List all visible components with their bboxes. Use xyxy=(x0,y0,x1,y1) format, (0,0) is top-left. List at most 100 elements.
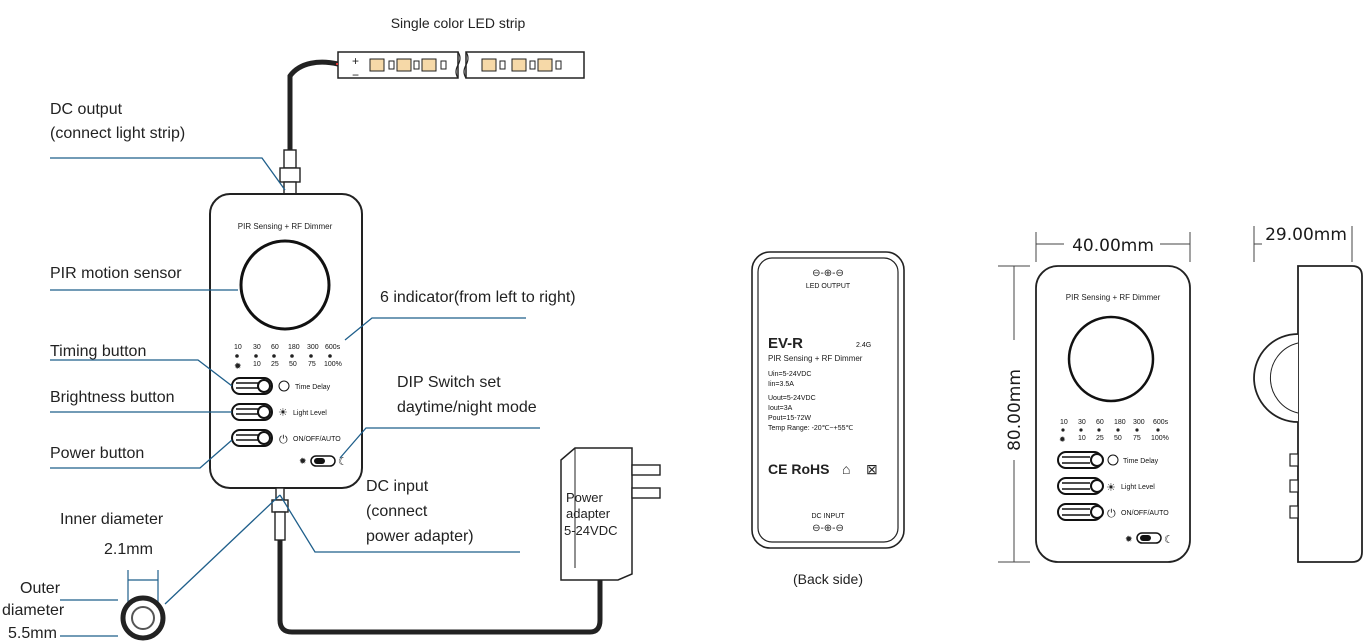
svg-text:Light Level: Light Level xyxy=(1121,484,1155,491)
svg-text:ON/OFF/AUTO: ON/OFF/AUTO xyxy=(293,436,341,443)
svg-text:100%: 100% xyxy=(324,361,342,368)
back-subtitle: PIR Sensing + RF Dimmer xyxy=(768,354,863,363)
sun-icon: ✹ xyxy=(1125,534,1133,544)
svg-text:(connect: (connect xyxy=(366,503,428,520)
time-delay-button[interactable]: Time Delay xyxy=(231,377,331,395)
svg-text:5.5mm: 5.5mm xyxy=(8,625,57,642)
dimensioned-front: 40.00mm 80.00mm PIR Sensing + RF Dimmer … xyxy=(998,232,1191,563)
svg-text:Time Delay: Time Delay xyxy=(1123,458,1159,465)
moon-icon: ☾ xyxy=(338,456,348,468)
svg-text:adapter: adapter xyxy=(566,506,611,521)
back-led-icon: ⊖-⊕-⊖ xyxy=(812,268,844,279)
sun-icon: ✹ xyxy=(299,456,307,466)
svg-text:60: 60 xyxy=(1096,419,1104,426)
svg-text:PIR Sensing + RF Dimmer: PIR Sensing + RF Dimmer xyxy=(1066,293,1161,302)
dc-output-sublabel: (connect light strip) xyxy=(50,125,185,142)
svg-text:ON/OFF/AUTO: ON/OFF/AUTO xyxy=(1121,510,1169,517)
svg-text:60: 60 xyxy=(271,344,279,351)
dc-output-label: DC output xyxy=(50,101,123,118)
front-indicator-row2: 10 25 50 75 100% xyxy=(253,361,342,368)
brightness-icon: ☀ xyxy=(1106,482,1116,494)
svg-text:5-24VDC: 5-24VDC xyxy=(564,523,617,538)
back-caption: (Back side) xyxy=(793,571,863,587)
svg-text:Iout=3A: Iout=3A xyxy=(768,405,793,412)
led-strip: Single color LED strip + − xyxy=(287,15,585,150)
svg-text:Outer: Outer xyxy=(20,580,61,597)
svg-text:10: 10 xyxy=(234,344,242,351)
svg-text:Uin=5-24VDC: Uin=5-24VDC xyxy=(768,371,811,378)
dc-jack-diameters: Inner diameter 2.1mm Outer diameter 5.5m… xyxy=(2,511,166,642)
svg-text:diameter: diameter xyxy=(2,602,65,619)
back-led-output: LED OUTPUT xyxy=(806,283,851,290)
svg-text:Light Level: Light Level xyxy=(293,410,327,417)
power-icon: ⏻ xyxy=(1107,508,1116,520)
svg-text:50: 50 xyxy=(1114,435,1122,442)
power-icon: ⏻ xyxy=(279,434,288,446)
back-freq: 2.4G xyxy=(856,342,871,349)
house-icon: ⌂ xyxy=(842,461,850,477)
depth-dimension: 29.00mm xyxy=(1265,225,1347,245)
svg-text:10: 10 xyxy=(253,361,261,368)
svg-text:75: 75 xyxy=(1133,435,1141,442)
svg-text:power adapter): power adapter) xyxy=(366,528,474,545)
callout-labels: DC output (connect light strip) PIR moti… xyxy=(50,101,576,545)
callout-lines xyxy=(50,157,540,605)
power-adapter: Power adapter 5-24VDC xyxy=(560,447,661,581)
svg-text:Uout=5-24VDC: Uout=5-24VDC xyxy=(768,395,816,402)
svg-text:100%: 100% xyxy=(1151,435,1169,442)
back-dc-input: DC INPUT xyxy=(811,513,845,520)
dip-sublabel: daytime/night mode xyxy=(397,399,537,416)
power-label: Power button xyxy=(50,445,144,462)
back-device: ⊖-⊕-⊖ LED OUTPUT EV-R 2.4G PIR Sensing +… xyxy=(751,251,905,587)
svg-text:25: 25 xyxy=(271,361,279,368)
pir-sensor-lens xyxy=(239,239,331,331)
power-button[interactable]: ⏻ ON/OFF/AUTO xyxy=(231,429,341,447)
dc-output-connector xyxy=(279,149,301,197)
sun-small-icon: ✹ xyxy=(1059,435,1066,444)
width-dimension: 40.00mm xyxy=(1072,236,1154,256)
dip-label: DIP Switch set xyxy=(397,374,501,391)
back-model: EV-R xyxy=(768,335,803,352)
pir-label: PIR motion sensor xyxy=(50,265,182,282)
svg-text:Power: Power xyxy=(566,490,604,505)
svg-text:Pout=15-72W: Pout=15-72W xyxy=(768,415,811,422)
svg-text:25: 25 xyxy=(1096,435,1104,442)
height-dimension: 80.00mm xyxy=(1005,369,1025,451)
svg-text:180: 180 xyxy=(288,344,300,351)
sun-small-icon: ✹ xyxy=(234,361,242,371)
clock-icon xyxy=(1107,454,1119,466)
indicator-label: 6 indicator(from left to right) xyxy=(380,289,576,306)
svg-text:10: 10 xyxy=(1078,435,1086,442)
svg-text:Inner diameter: Inner diameter xyxy=(60,511,164,528)
back-dc-icon: ⊖-⊕-⊖ xyxy=(812,523,844,534)
svg-text:2.1mm: 2.1mm xyxy=(104,541,153,558)
front-title: PIR Sensing + RF Dimmer xyxy=(238,222,333,231)
svg-text:50: 50 xyxy=(289,361,297,368)
brightness-label: Brightness button xyxy=(50,389,175,406)
front-device: PIR Sensing + RF Dimmer 10 30 60 180 300… xyxy=(209,193,363,489)
timing-label: Timing button xyxy=(50,343,146,360)
svg-text:300: 300 xyxy=(307,344,319,351)
moon-icon: ☾ xyxy=(1164,534,1174,546)
side-view: 29.00mm xyxy=(1253,225,1363,563)
front-indicator-row1: 10 30 60 180 300 600s xyxy=(234,344,341,351)
svg-text:10: 10 xyxy=(1060,419,1068,426)
strip-label: Single color LED strip xyxy=(391,15,526,31)
clock-icon xyxy=(278,380,290,392)
svg-text:180: 180 xyxy=(1114,419,1126,426)
dip-switch[interactable]: ✹ ☾ xyxy=(299,455,348,468)
svg-text:600s: 600s xyxy=(1153,419,1169,426)
dc-input-label: DC input xyxy=(366,478,429,495)
back-certs: CE RoHS xyxy=(768,461,829,477)
brightness-icon: ☀ xyxy=(278,407,288,419)
svg-text:Time Delay: Time Delay xyxy=(295,384,331,391)
svg-text:Temp Range: -20℃~+55℃: Temp Range: -20℃~+55℃ xyxy=(768,425,854,432)
svg-text:300: 300 xyxy=(1133,419,1145,426)
svg-text:30: 30 xyxy=(1078,419,1086,426)
weee-icon: ⊠ xyxy=(866,461,878,477)
strip-plus: + xyxy=(352,54,359,68)
svg-text:30: 30 xyxy=(253,344,261,351)
strip-minus: − xyxy=(352,68,359,82)
svg-text:Iin=3.5A: Iin=3.5A xyxy=(768,381,794,388)
